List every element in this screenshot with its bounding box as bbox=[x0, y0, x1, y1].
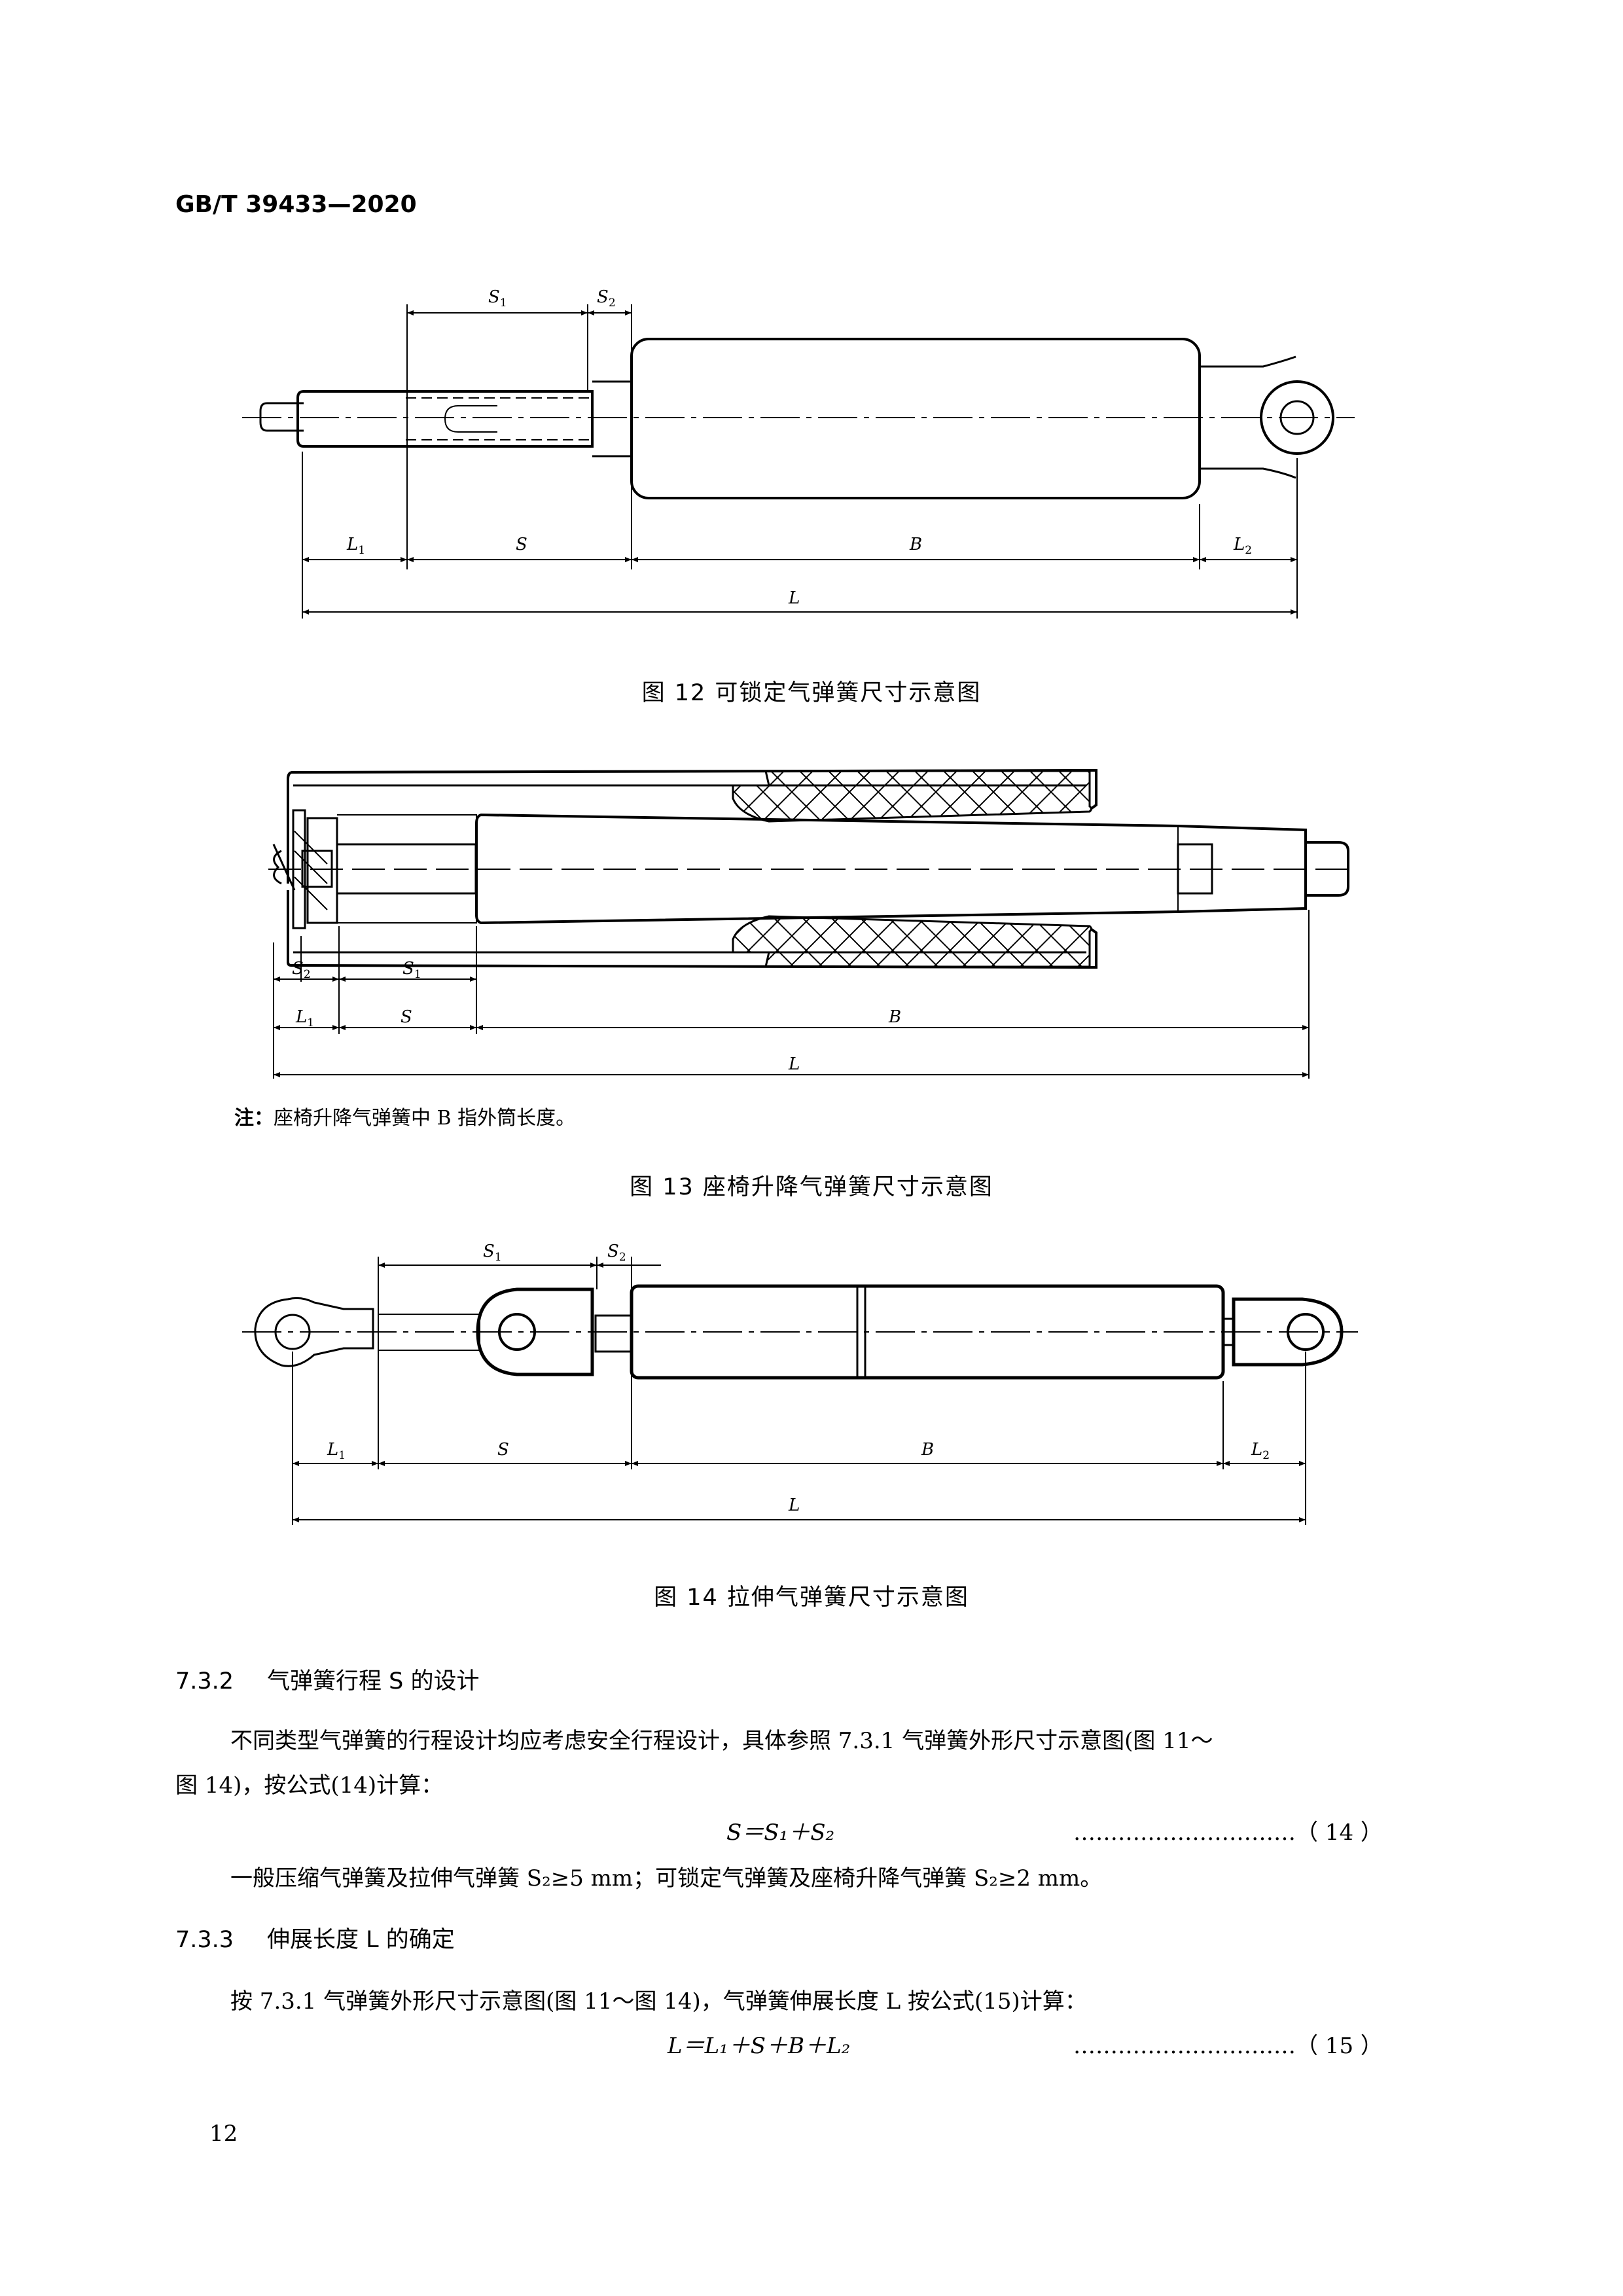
formula-15: L＝L₁＋S＋B＋L₂ bbox=[668, 2033, 851, 2059]
fig12-label-s2: S2 bbox=[597, 287, 616, 310]
section-7-3-3-para1: 按 7.3.1 气弹簧外形尺寸示意图(图 11～图 14)，气弹簧伸展长度 L … bbox=[230, 1988, 1087, 2015]
fig14-label-s1: S1 bbox=[483, 1242, 502, 1264]
fig14-label-s2: S2 bbox=[607, 1242, 626, 1264]
fig14-label-l: L bbox=[788, 1496, 800, 1515]
fig13-label-l: L bbox=[788, 1054, 800, 1074]
note-text: 座椅升降气弹簧中 B 指外筒长度。 bbox=[274, 1107, 576, 1130]
fig12-label-s: S bbox=[516, 535, 527, 554]
fig13-label-l1: L1 bbox=[295, 1007, 314, 1030]
page-number: 12 bbox=[209, 2121, 238, 2147]
figure-12-drawing: S1 S2 L1 S B L2 L bbox=[242, 287, 1355, 619]
figure-13-caption: 图 13 座椅升降气弹簧尺寸示意图 bbox=[630, 1174, 993, 1200]
note-label: 注： bbox=[234, 1107, 274, 1130]
fig14-label-l2: L2 bbox=[1251, 1440, 1270, 1462]
section-number: 7.3.2 bbox=[175, 1668, 234, 1695]
fig12-label-l2: L2 bbox=[1233, 535, 1252, 557]
fig14-label-l1: L1 bbox=[327, 1440, 346, 1462]
fig13-label-s: S bbox=[401, 1007, 412, 1027]
section-7-3-2-heading: 7.3.2 气弹簧行程 S 的设计 bbox=[175, 1662, 479, 1696]
section-7-3-3-heading: 7.3.3 伸展长度 L 的确定 bbox=[175, 1921, 455, 1954]
fig13-label-s2: S2 bbox=[292, 959, 311, 981]
section-7-3-2-para2: 一般压缩气弹簧及拉伸气弹簧 S₂≥5 mm；可锁定气弹簧及座椅升降气弹簧 S₂≥… bbox=[230, 1865, 1103, 1892]
fig12-label-b: B bbox=[909, 535, 922, 554]
fig12-label-l: L bbox=[788, 588, 800, 608]
fig13-label-s1: S1 bbox=[402, 959, 421, 981]
figure-13-drawing: S2 S1 L1 S B L bbox=[268, 768, 1355, 1079]
formula-14: S＝S₁＋S₂ bbox=[726, 1820, 835, 1846]
figure-12-caption: 图 12 可锁定气弹簧尺寸示意图 bbox=[641, 680, 982, 706]
section-title: 气弹簧行程 S 的设计 bbox=[267, 1668, 480, 1695]
section-title: 伸展长度 L 的确定 bbox=[267, 1927, 455, 1953]
figure-14-drawing: S1 S2 L1 S B L2 L bbox=[242, 1242, 1358, 1525]
section-number: 7.3.3 bbox=[175, 1927, 234, 1953]
figure-14-caption: 图 14 拉伸气弹簧尺寸示意图 bbox=[654, 1585, 969, 1611]
fig12-label-s1: S1 bbox=[488, 287, 507, 310]
fig14-label-b: B bbox=[921, 1440, 934, 1460]
section-7-3-2-para1-line1: 不同类型气弹簧的行程设计均应考虑安全行程设计，具体参照 7.3.1 气弹簧外形尺… bbox=[230, 1728, 1213, 1754]
fig12-label-l1: L1 bbox=[346, 535, 365, 557]
figure-13-note: 注：座椅升降气弹簧中 B 指外筒长度。 bbox=[234, 1102, 575, 1130]
standard-code: GB/T 39433—2020 bbox=[175, 191, 417, 218]
formula-15-number: …………………………（ 15 ） bbox=[1073, 2033, 1383, 2059]
section-7-3-2-para1-line2: 图 14)，按公式(14)计算： bbox=[175, 1772, 444, 1799]
fig14-label-s: S bbox=[497, 1440, 509, 1460]
formula-14-number: …………………………（ 14 ） bbox=[1073, 1820, 1383, 1846]
fig13-label-b: B bbox=[888, 1007, 901, 1027]
